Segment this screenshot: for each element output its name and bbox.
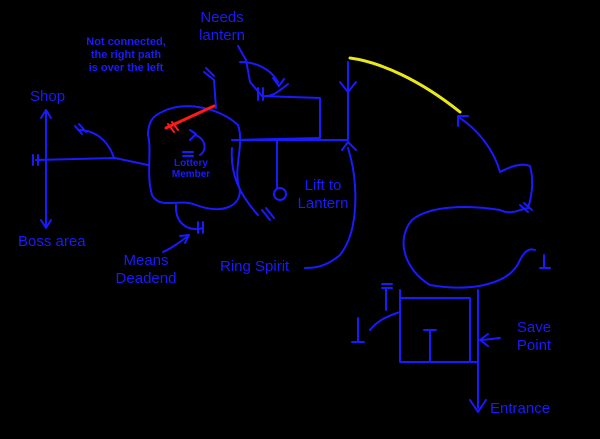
west-branch [77,129,115,159]
north-tick [257,87,264,101]
blue-paths [32,45,551,413]
label-save-point: Save Point [506,319,562,355]
lottery-line-1: Lottery [174,158,208,169]
label-lottery-member: Lottery Member [156,158,226,180]
lift-node [273,187,287,201]
west-corridor [35,157,149,166]
top-left-branch [203,67,217,109]
west-tick-2 [32,154,39,166]
label-ring-spirit: Ring Spirit [220,258,290,275]
lift-route [348,56,462,114]
not-connected-line-1: Not connected, [86,36,166,48]
south-west-tick [381,283,393,311]
entrance-arrow [469,399,487,413]
south-stub [351,317,365,343]
save-line-1: Save [516,319,552,336]
deadend-tick [197,221,204,234]
ring-spirit-path [304,147,357,269]
label-lift-to-lantern: Lift to Lantern [290,177,356,213]
lift-line-2: Lantern [297,195,349,212]
south-room [399,289,479,363]
not-connected-line-2: the right path [90,49,162,61]
not-connected-line-3: is over the left [88,62,164,74]
label-means-deadend: Means Deadend [108,252,184,288]
lottery-room [147,105,242,211]
east-corridor [231,61,349,141]
lr-tick [261,207,275,221]
label-not-connected: Not connected, the right path is over th… [70,36,182,75]
deadend-arrow [162,235,189,253]
east-tower [402,117,536,289]
label-needs-lantern: Needs lantern [192,9,252,45]
blocked-ticks [167,121,179,133]
tower-end [539,254,551,269]
room-arrow-head [189,129,197,141]
label-entrance: Entrance [490,400,551,417]
west-tick-1 [74,123,87,135]
label-boss-area: Boss area [18,233,86,250]
tower-head [457,115,469,127]
south-west-branch [369,311,401,331]
save-line-2: Point [516,337,552,354]
room-tick [182,151,194,157]
label-shop: Shop [30,88,66,105]
needs-lantern-arrow [239,61,279,83]
boss-arrow-head [40,219,52,229]
north-hook [265,83,289,97]
shop-arrow-head [40,109,52,119]
room-arrow [194,134,206,156]
lower-loop [174,204,204,230]
lift-line-1: Lift to [304,177,342,194]
south-mid [423,329,437,363]
needs-lantern-head [272,77,285,87]
save-arrow [481,337,501,341]
lower-right-loop [230,147,259,216]
south-room-top [399,297,471,363]
deadend-line-2: Deadend [115,270,177,287]
ring-spirit-head [341,141,357,151]
lottery-line-2: Member [171,169,211,180]
needs-lantern-line-2: lantern [199,27,245,44]
tower-tick [519,202,533,213]
save-arrow-head [479,333,489,347]
needs-lantern-line-1: Needs [200,9,244,26]
lift-down-arrow [339,81,357,93]
deadend-arrow-head [179,234,190,244]
deadend-line-1: Means [123,252,169,269]
